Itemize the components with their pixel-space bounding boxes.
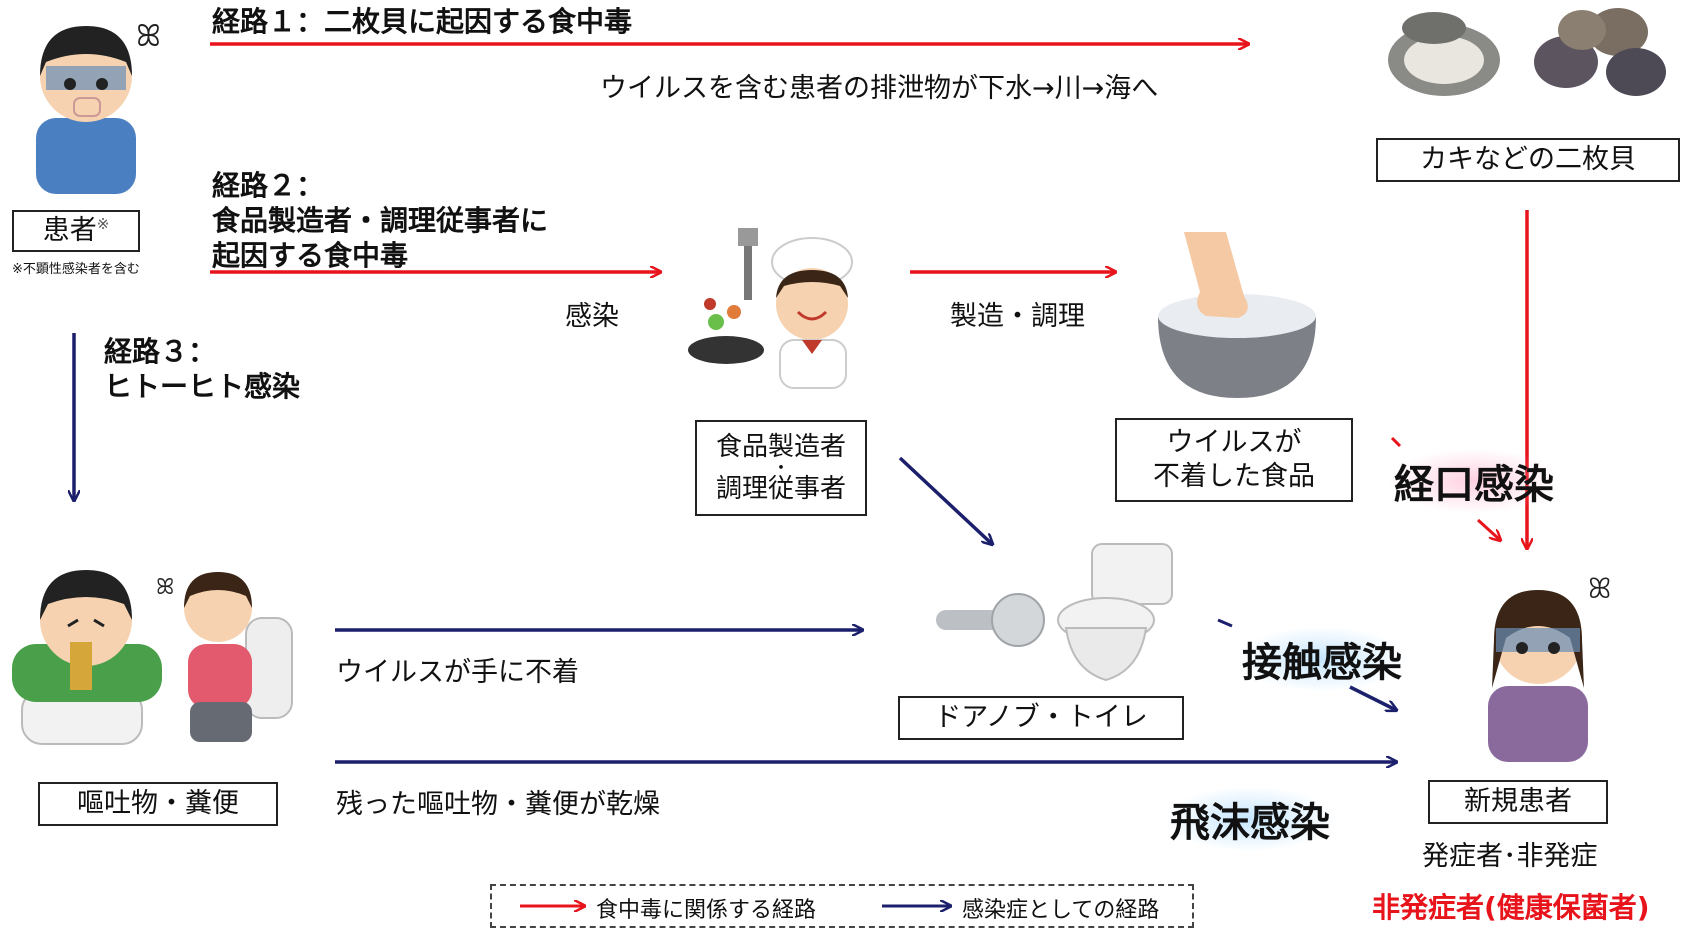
patient-label: 患者 [42,215,97,247]
food-worker-line1: 食品製造者 [715,432,846,462]
virus-on-hands-label: ウイルスが手に不着 [336,657,579,688]
contact-infection-label: 接触感染 [1236,626,1408,692]
food-worker-dot: ・ [772,457,790,479]
new-patient-icon: ꕤ [1488,572,1611,762]
sick-patient-icon: ꕤ [36,19,161,194]
route3-line1: 経路３： [104,335,217,368]
contaminated-food-box: ウイルスが 不着した食品 [1115,418,1353,502]
route2-line2: 食品製造者・調理従事者に [212,204,549,237]
shellfish-box: カキなどの二枚貝 [1376,138,1680,182]
oral-infection-arrow [1476,518,1500,540]
legend-swatches [520,886,1192,926]
cook-icon [688,228,853,389]
patient-box: 患者※ [12,210,140,252]
legend-infection: 感染症としての経路 [962,898,1160,923]
patient-mark: ※ [96,215,110,234]
svg-text:ꕤ: ꕤ [136,19,161,54]
route2-line3: 起因する食中毒 [212,239,409,272]
asymptomatic-carrier-label: 非発症者(健康保菌者) [1372,891,1650,924]
symptomatic-label: 発症者･非発症 [1422,841,1598,872]
dried-vomit-label: 残った嘔吐物・糞便が乾燥 [336,789,660,820]
manufacture-label: 製造・調理 [950,301,1085,332]
door-toilet-box: ドアノブ・トイレ [898,696,1184,740]
worker-to-toilet-arrow [898,456,992,544]
route3-title: 経路３： ヒトーヒト感染 [104,334,300,404]
new-patient-box: 新規患者 [1428,780,1608,824]
oyster-icon [1388,12,1500,96]
svg-text:ꕤ: ꕤ [156,575,174,600]
svg-text:ꕤ: ꕤ [1588,572,1611,605]
oral-infection-label: 経口感染 [1388,448,1560,514]
legend: 食中毒に関係する経路 感染症としての経路 [490,884,1194,928]
woman-toilet-icon: ꕤ [156,572,293,742]
route1-title: 経路１：二枚貝に起因する食中毒 [212,5,633,38]
clams-icon [1534,8,1666,96]
food-worker-box: 食品製造者 ・ 調理従事者 [695,420,867,516]
route1-note: ウイルスを含む患者の排泄物が下水→川→海へ [600,73,1159,104]
droplet-infection-label: 飛沫感染 [1164,786,1336,852]
infection-label: 感染 [565,301,619,332]
contaminated-food-line1: ウイルスが [1166,427,1302,459]
legend-food-poisoning: 食中毒に関係する経路 [596,898,817,923]
vomiting-child-icon [12,570,162,745]
route2-line1: 経路２： [212,169,325,202]
route3-line2: ヒトーヒト感染 [104,370,301,403]
contaminated-food-line2: 不着した食品 [1153,461,1315,492]
route2-title: 経路２： 食品製造者・調理従事者に 起因する食中毒 [212,168,548,273]
patient-note: ※不顕性感染者を含む [12,262,140,277]
hand-bowl-icon [1158,232,1316,398]
toilet-icon [1057,543,1173,682]
food-worker-line2: 調理従事者 [715,473,846,504]
doorknob-icon [936,593,1045,647]
vomit-feces-box: 嘔吐物・糞便 [38,782,278,826]
